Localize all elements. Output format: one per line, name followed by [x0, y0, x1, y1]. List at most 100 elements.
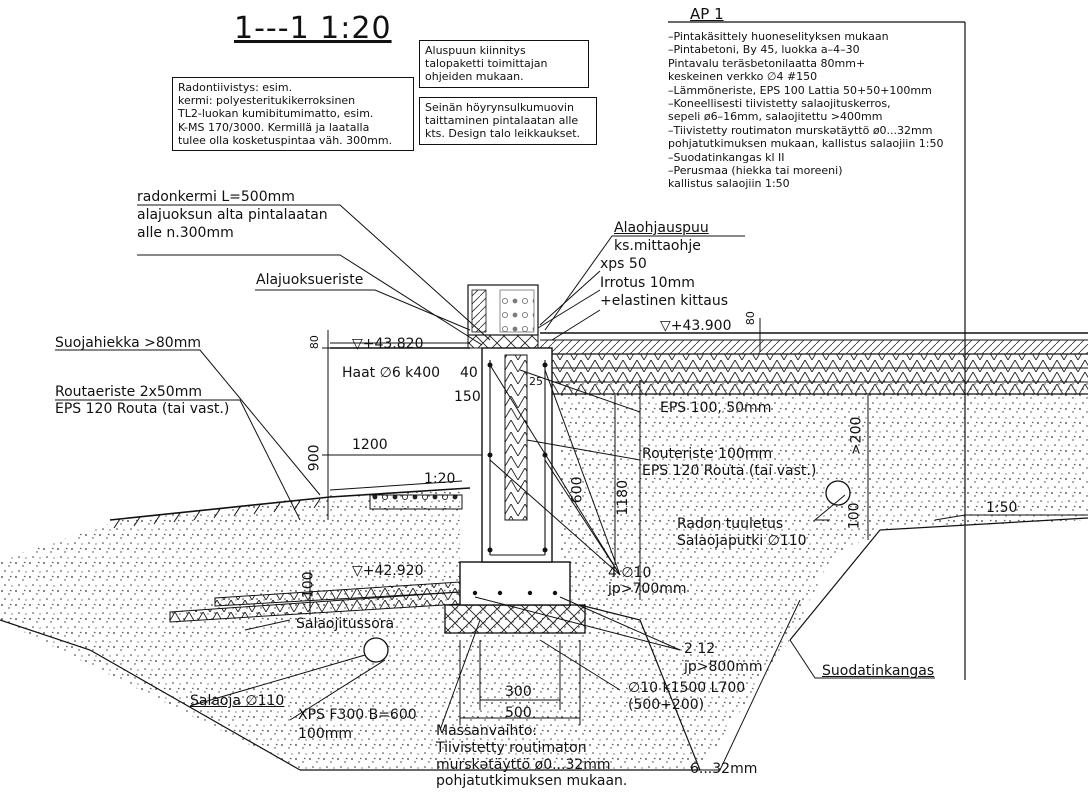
note-radon-line: K-MS 170/3000. Kermillä ja laatalla: [178, 120, 370, 134]
dim-500: 500: [505, 705, 532, 721]
ap1-line: –Pintakäsittely huoneselityksen mukaan: [668, 30, 889, 43]
rebar-top-line: 4 ∅10: [608, 565, 652, 581]
ap1-spec-list: –Pintakäsittely huoneselityksen mukaan –…: [668, 30, 944, 191]
note-hoyry-line: taittaminen pintalaatan alle: [425, 114, 579, 128]
label-radonkermi: radonkermi L=500mm alajuoksun alta pinta…: [137, 188, 328, 243]
dimension-lines: [309, 318, 869, 725]
rebar-bottom-line: 2 12: [684, 641, 716, 657]
note-hoyrynsulku: Seinän höyrynsulkumuovin taittaminen pin…: [419, 97, 597, 145]
note-aluspuu-line: talopaketti toimittajan: [425, 57, 548, 71]
stirrup-line: ∅10 k1500 L700: [628, 680, 746, 696]
frame-lines: [668, 21, 966, 680]
label-aggregate-size: 6...32mm: [690, 761, 758, 777]
note-radon-line: kermi: polyesteritukikerroksinen: [178, 94, 356, 108]
label-stirrup: ∅10 k1500 L700 (500+200): [628, 680, 745, 714]
alaohjauspuu-line: Alaohjauspuu: [614, 220, 709, 236]
label-routaeriste: Routaeriste 2x50mm EPS 120 Routa (tai va…: [55, 384, 229, 418]
xps-line: XPS F300 B=600: [298, 707, 417, 723]
ap1-line: sepeli ø6–16mm, salaojitettu >400mm: [668, 110, 883, 124]
label-xps: XPS F300 B=600 100mm: [298, 706, 417, 744]
slope-left: 1:20: [424, 471, 456, 487]
ground-surface: [109, 480, 471, 529]
note-radon-line: tulee olla kosketuspintaa väh. 300mm.: [178, 133, 393, 147]
radon-tuuletus-line: Radon tuuletus: [677, 516, 784, 532]
label-alajuoksueriste: Alajuoksueriste: [256, 272, 364, 288]
massanvaihto-line: Massanvaihto:: [436, 723, 538, 739]
ap1-line: –Lämmöneriste, EPS 100 Lattia 50+50+100m…: [668, 83, 932, 97]
label-salaoja: Salaoja ∅110: [190, 693, 285, 709]
drain-pipes: [363, 480, 851, 663]
xps-line: 100mm: [298, 725, 352, 742]
slab-layers: [540, 332, 1088, 641]
ap1-line: –Suodatinkangas kl II: [668, 150, 785, 164]
elevation-slab: ▽+43.900: [660, 318, 732, 334]
dim-1200: 1200: [352, 437, 388, 453]
rebar-top-line: jp>700mm: [608, 580, 687, 597]
ap1-line: Pintavalu teräsbetonilaatta 80mm+: [668, 56, 866, 70]
drawing-title: 1---1 1:20: [234, 11, 392, 46]
dim-80-left: 80: [307, 335, 321, 350]
note-hoyry-line: Seinän höyrynsulkumuovin: [425, 101, 574, 114]
dim-150: 150: [454, 389, 481, 405]
routaeriste-line: Routaeriste 2x50mm: [55, 384, 202, 400]
label-suojahiekka: Suojahiekka >80mm: [55, 335, 201, 351]
ap1-heading: AP 1: [690, 5, 724, 23]
elevation-footing: ▽+42.920: [352, 563, 424, 579]
label-eps100: EPS 100, 50mm: [660, 400, 772, 416]
dim-600: 600: [569, 476, 586, 504]
note-hoyry-line: kts. Design talo leikkaukset.: [425, 127, 581, 141]
alaohjauspuu-line: +elastinen kittaus: [600, 292, 729, 309]
label-routeriste100: Routeriste 100mm EPS 120 Routa (tai vast…: [642, 446, 816, 480]
note-aluspuu-line: Aluspuun kiinnitys: [425, 44, 526, 57]
radonkermi-line: alle n.300mm: [137, 225, 234, 242]
dim-1180: 1180: [614, 480, 631, 516]
radon-tuuletus-line: Salaojaputki ∅110: [677, 532, 807, 549]
ap1-line: –Tiivistetty routimaton murskətäyttö ø0.…: [668, 123, 933, 137]
massanvaihto-line: pohjatutkimuksen mukaan.: [436, 773, 628, 790]
label-suodatinkangas: Suodatinkangas: [822, 663, 935, 679]
note-radon-line: Radontiivistys: esim.: [178, 81, 293, 94]
slope-right: 1:50: [986, 500, 1018, 516]
note-radon: Radontiivistys: esim. kermi: polyesterit…: [172, 77, 414, 151]
label-radon-tuuletus: Radon tuuletus Salaojaputki ∅110: [677, 516, 807, 550]
dim-300: 300: [505, 684, 532, 700]
note-aluspuu: Aluspuun kiinnitys talopaketti toimittaj…: [419, 40, 589, 88]
ap1-line: –Koneellisesti tiivistetty salaojitusker…: [668, 97, 891, 111]
massanvaihto-line: Tiivistetty routimaton: [436, 739, 587, 756]
elevation-left: ▽+43.820: [352, 336, 424, 352]
dim-40: 40: [460, 365, 478, 381]
alaohjauspuu-line: ks.mittaohje: [614, 238, 701, 255]
routaeriste-line: EPS 120 Routa (tai vast.): [55, 400, 230, 417]
routeriste100-line: Routeriste 100mm: [642, 446, 773, 462]
ap1-line: pohjatutkimuksen mukaan, kallistus salao…: [668, 137, 944, 151]
stirrup-line: (500+200): [628, 696, 705, 713]
label-alaohjauspuu: Alaohjauspuu ks.mittaohje xps 50 Irrotus…: [600, 219, 728, 310]
ap1-line: –Perusmaa (hiekka tai moreeni): [668, 164, 843, 178]
dim-100-footing: 100: [300, 571, 317, 599]
ap1-line: keskeinen verkko ∅4 #150: [668, 70, 818, 84]
radonkermi-line: radonkermi L=500mm: [137, 189, 295, 205]
note-radon-line: TL2-luokan kumibitumimatto, esim.: [178, 107, 374, 121]
ap1-line: –Pintabetoni, By 45, luokka a–4–30: [668, 43, 860, 57]
label-massanvaihto: Massanvaihto: Tiivistetty routimaton mur…: [436, 723, 627, 790]
dim-900: 900: [306, 444, 323, 472]
ap1-line: kallistus salaojiin 1:50: [668, 177, 790, 191]
alaohjauspuu-line: xps 50: [600, 256, 647, 273]
routeriste100-line: EPS 120 Routa (tai vast.): [642, 462, 817, 479]
dim-200: >200: [848, 416, 865, 456]
dim-80-right: 80: [743, 311, 757, 326]
label-haat: Haat ∅6 k400: [342, 365, 441, 381]
mass-exchange-outline: [0, 604, 701, 771]
label-rebar-top: 4 ∅10 jp>700mm: [608, 565, 687, 597]
rebar-bottom-line: jp>800mm: [684, 659, 763, 676]
label-rebar-bottom: 2 12 jp>800mm: [684, 640, 763, 676]
massanvaihto-line: murskətäyttö ø0...32mm: [436, 756, 611, 773]
radonkermi-line: alajuoksun alta pintalaatan: [137, 207, 328, 224]
soil-fill: [0, 380, 1088, 770]
note-aluspuu-line: ohjeiden mukaan.: [425, 70, 524, 84]
alaohjauspuu-line: Irrotus 10mm: [600, 274, 695, 291]
leader-lines: [55, 204, 1088, 771]
label-salaojitussora: Salaojitussora: [296, 616, 395, 632]
dim-25: 25: [529, 375, 543, 388]
